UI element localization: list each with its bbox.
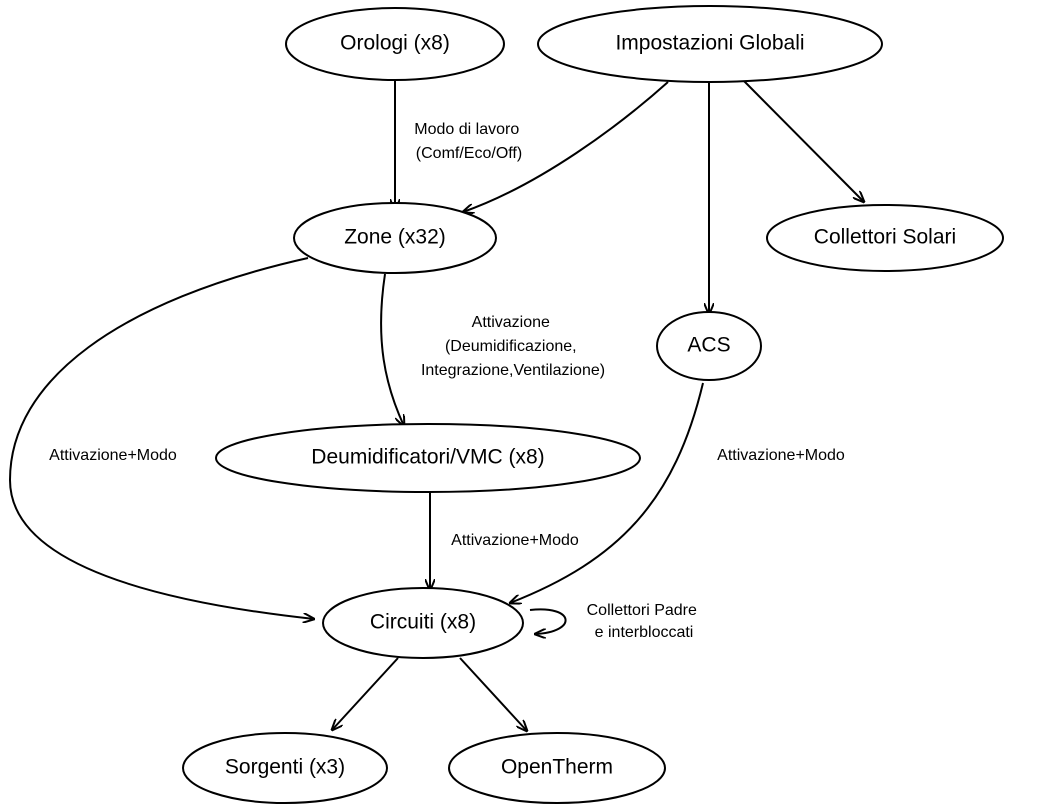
label-deumidificatori-circuiti: Attivazione+Modo (451, 532, 579, 549)
svg-text:OpenTherm: OpenTherm (501, 756, 613, 779)
svg-text:Impostazioni Globali: Impostazioni Globali (615, 32, 804, 55)
label-zone-circuiti: Attivazione+Modo (49, 447, 177, 464)
label-orologi-zone: Modo di lavoro (Comf/Eco/Off) (414, 121, 523, 162)
node-collettori-solari: Collettori Solari (766, 204, 1004, 272)
node-zone: Zone (x32) (293, 202, 497, 274)
svg-text:Zone (x32): Zone (x32) (344, 226, 446, 249)
edge-impostazioni-collettori (742, 79, 864, 202)
node-orologi: Orologi (x8) (285, 7, 505, 81)
label-zone-deumidificatori: Attivazione (Deumidificazione, Integrazi… (421, 314, 605, 379)
node-deumidificatori-vmc: Deumidificatori/VMC (x8) (215, 423, 641, 493)
svg-text:Sorgenti (x3): Sorgenti (x3) (225, 756, 345, 779)
label-circuiti-self-loop: Collettori Padre e interbloccati (587, 602, 702, 641)
edge-circuiti-sorgenti (332, 657, 399, 730)
svg-text:Deumidificatori/VMC (x8): Deumidificatori/VMC (x8) (311, 446, 544, 469)
edge-zone-circuiti (8, 257, 314, 619)
edge-impostazioni-zone (463, 81, 669, 212)
node-acs: ACS (656, 311, 762, 381)
label-acs-circuiti: Attivazione+Modo (717, 447, 845, 464)
svg-text:Circuiti (x8): Circuiti (x8) (370, 611, 476, 634)
edge-acs-circuiti (510, 382, 704, 603)
svg-text:ACS: ACS (687, 334, 730, 357)
edge-zone-deumidificatori (380, 273, 404, 426)
node-impostazioni-globali: Impostazioni Globali (537, 5, 883, 83)
node-opentherm: OpenTherm (448, 732, 666, 804)
svg-text:Orologi (x8): Orologi (x8) (340, 32, 450, 55)
svg-text:Collettori Solari: Collettori Solari (814, 226, 956, 249)
node-circuiti: Circuiti (x8) (322, 587, 524, 659)
node-sorgenti: Sorgenti (x3) (182, 732, 388, 804)
edge-circuiti-opentherm (459, 657, 527, 731)
edge-circuiti-self-loop (529, 608, 567, 634)
